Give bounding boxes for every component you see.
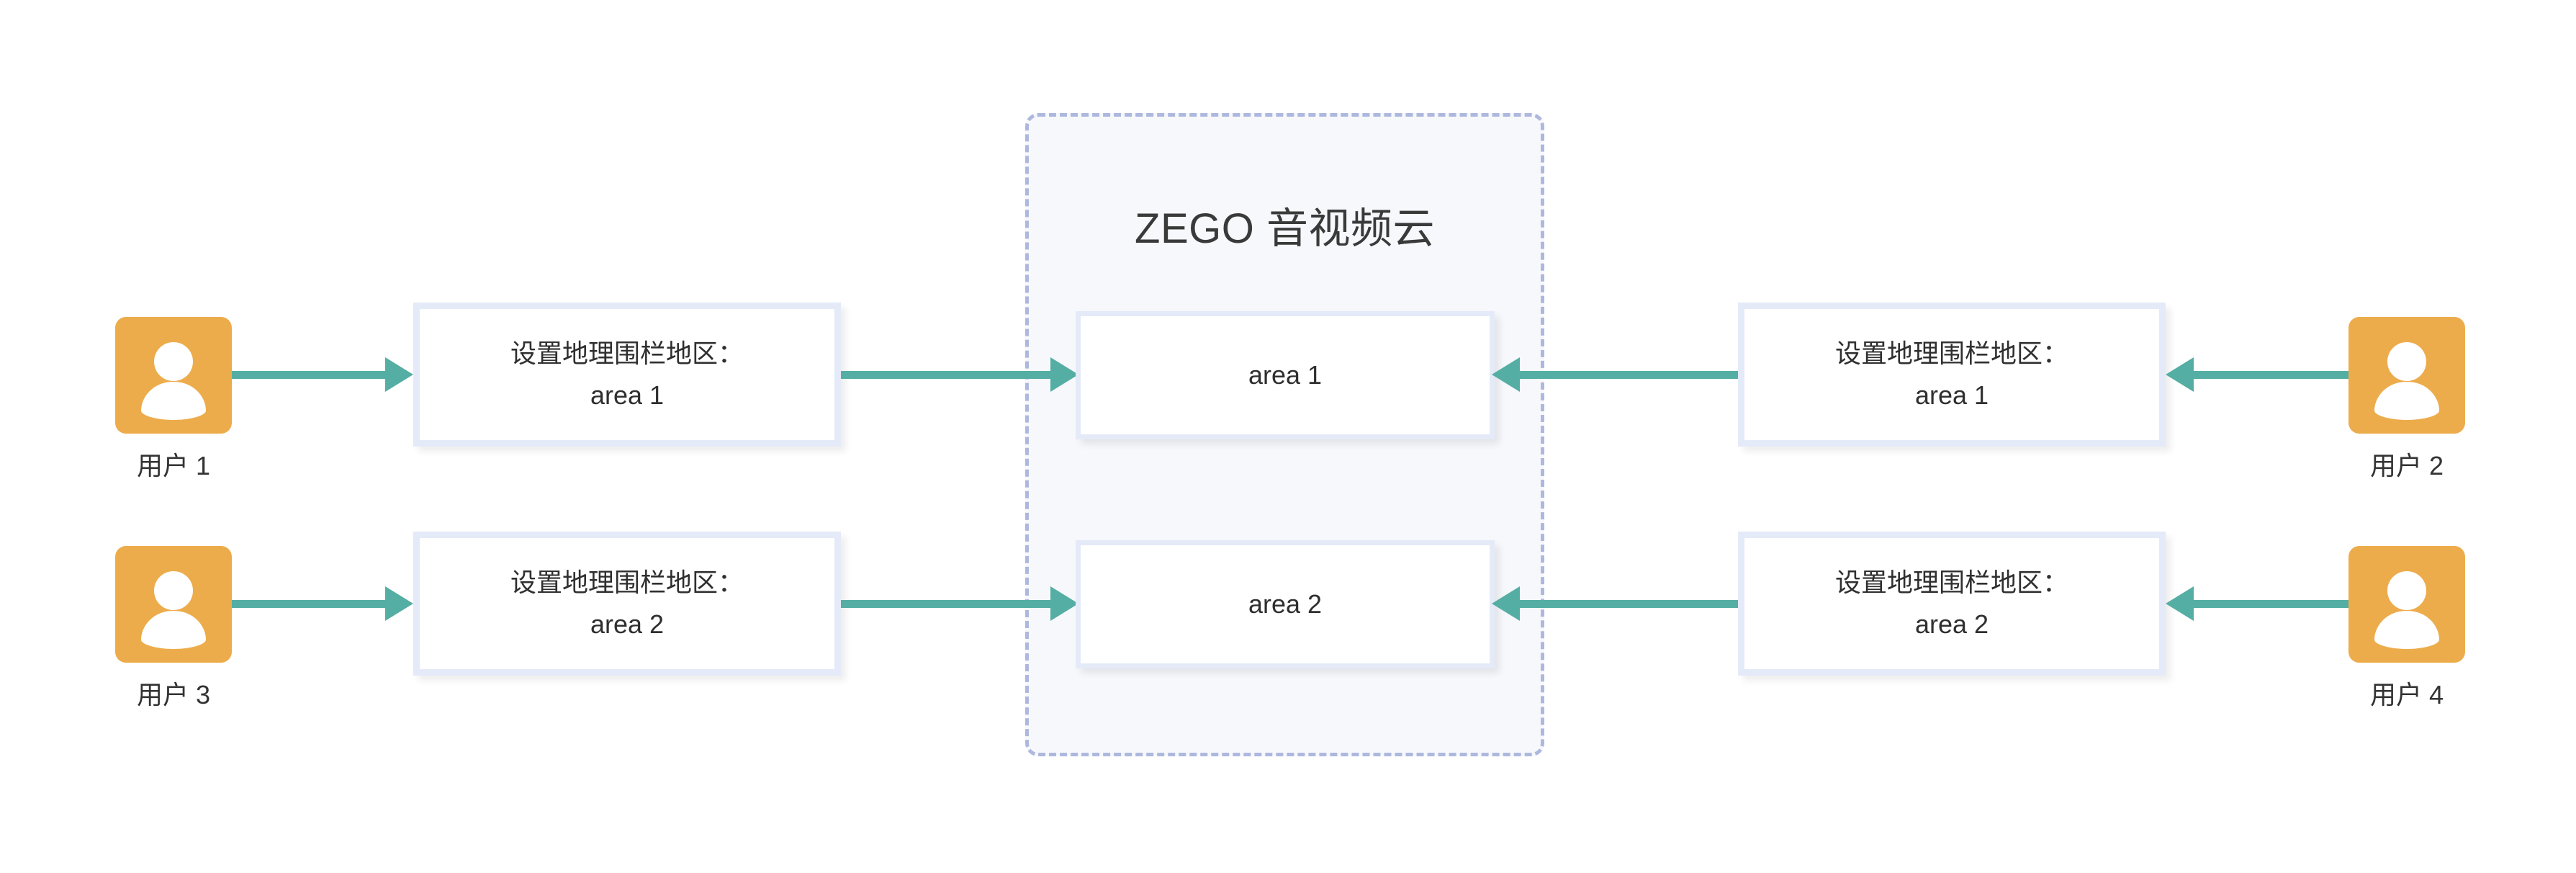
- geofence-box-right-1-line2: area 1: [1914, 380, 1989, 410]
- geofence-box-left-2-line2: area 2: [590, 609, 665, 639]
- user-label-3: 用户 3: [136, 680, 211, 709]
- geofence-box-left-2: 设置地理围栏地区： area 2: [413, 532, 841, 676]
- user-label-1: 用户 1: [136, 451, 211, 480]
- arrow-box2-to-area1: [1492, 355, 1738, 394]
- arrow-shaft: [841, 371, 1052, 379]
- user-node-1: 用户 1: [115, 317, 232, 483]
- geofence-box-left-2-line1: 设置地理围栏地区：: [510, 567, 744, 597]
- arrow-head: [1492, 357, 1520, 392]
- user-avatar-icon-3: [115, 546, 232, 663]
- geofence-box-left-1-line2: area 1: [590, 380, 665, 410]
- user-avatar-icon-4: [2348, 546, 2465, 663]
- arrow-head: [1050, 357, 1078, 392]
- user-node-2: 用户 2: [2348, 317, 2465, 483]
- user-node-4: 用户 4: [2348, 546, 2465, 712]
- geofence-box-right-2-line2: area 2: [1914, 609, 1989, 639]
- arrow-box1-to-area1: [841, 355, 1078, 394]
- geofence-box-right-1: 设置地理围栏地区： area 1: [1738, 303, 2166, 447]
- area-box-2: area 2: [1076, 540, 1495, 668]
- arrow-user3-to-box3: [232, 584, 413, 623]
- arrow-head: [1492, 586, 1520, 621]
- geofence-box-right-1-line1: 设置地理围栏地区：: [1834, 338, 2068, 368]
- arrow-user4-to-box4: [2166, 584, 2348, 623]
- area-box-2-label: area 2: [1248, 589, 1323, 619]
- arrow-shaft: [232, 371, 387, 379]
- geofence-box-left-1: 设置地理围栏地区： area 1: [413, 303, 841, 447]
- user-avatar-icon-1: [115, 317, 232, 434]
- arrow-head: [1050, 586, 1078, 621]
- user-label-4: 用户 4: [2369, 680, 2444, 709]
- arrow-head: [2166, 357, 2194, 392]
- area-box-1: area 1: [1076, 311, 1495, 439]
- arrow-shaft: [232, 600, 387, 608]
- geofence-box-left-1-line1: 设置地理围栏地区：: [510, 338, 744, 368]
- arrow-shaft: [1518, 371, 1738, 379]
- arrow-shaft: [2192, 371, 2348, 379]
- arrow-head: [385, 586, 413, 621]
- arrow-shaft: [1518, 600, 1738, 608]
- zego-cloud-title: ZEGO 音视频云: [1135, 205, 1435, 252]
- geofence-box-right-2: 设置地理围栏地区： area 2: [1738, 532, 2166, 676]
- arrow-shaft: [2192, 600, 2348, 608]
- arrow-shaft: [841, 600, 1052, 608]
- arrow-head: [385, 357, 413, 392]
- geofence-box-right-2-line1: 设置地理围栏地区：: [1834, 567, 2068, 597]
- user-avatar-icon-2: [2348, 317, 2465, 434]
- user-label-2: 用户 2: [2369, 451, 2444, 480]
- user-node-3: 用户 3: [115, 546, 232, 712]
- arrow-box4-to-area2: [1492, 584, 1738, 623]
- arrow-box3-to-area2: [841, 584, 1078, 623]
- arrow-user2-to-box2: [2166, 355, 2348, 394]
- area-box-1-label: area 1: [1248, 360, 1323, 390]
- arrow-head: [2166, 586, 2194, 621]
- arrow-user1-to-box1: [232, 355, 413, 394]
